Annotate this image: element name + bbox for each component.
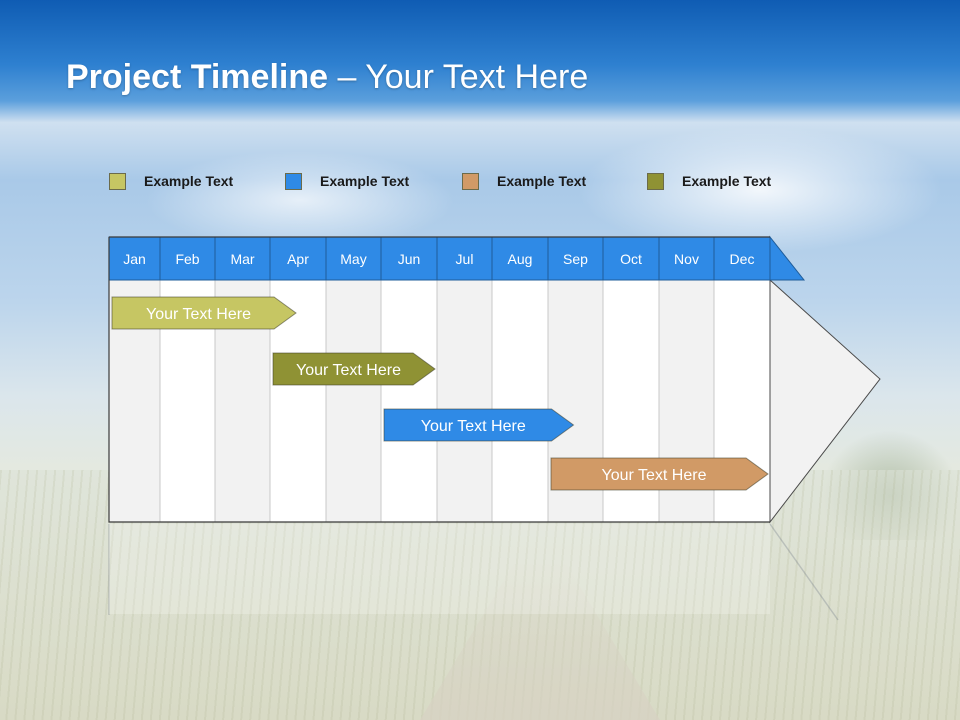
timeline-outline <box>108 236 770 523</box>
legend-item: Example Text <box>462 171 586 191</box>
month-header-cell <box>214 236 271 281</box>
legend-label: Example Text <box>682 173 772 189</box>
month-header-cell <box>547 236 604 281</box>
month-header-cell <box>658 236 715 281</box>
legend-label: Example Text <box>320 173 410 189</box>
legend-swatch <box>647 172 664 190</box>
month-column <box>491 279 549 523</box>
month-label: Oct <box>620 251 642 267</box>
legend-item: Example Text <box>109 171 233 191</box>
task-label: Your Text Here <box>296 362 401 379</box>
legend-label: Example Text <box>144 173 234 189</box>
month-header-cell <box>325 236 382 281</box>
month-label: Sep <box>563 251 588 267</box>
month-header-cell <box>713 236 771 281</box>
legend-label: Example Text <box>497 173 587 189</box>
month-header-cell <box>491 236 549 281</box>
title-rest: – Your Text Here <box>328 58 589 96</box>
task-arrow <box>111 296 297 330</box>
month-label: Jun <box>398 251 421 267</box>
arrow-tip <box>769 278 881 524</box>
month-label: Apr <box>287 251 309 267</box>
legend-swatch <box>285 172 302 190</box>
month-label: Mar <box>230 251 254 267</box>
legend-swatch <box>462 172 479 190</box>
month-header-cell <box>602 236 660 281</box>
task-arrow <box>550 457 769 491</box>
task-label: Your Text Here <box>602 467 707 484</box>
task-arrow <box>272 352 436 386</box>
task-label: Your Text Here <box>146 306 251 323</box>
month-label: Nov <box>674 251 699 267</box>
title-bold: Project Timeline <box>66 58 329 96</box>
task-label: Your Text Here <box>421 418 526 435</box>
month-label: Jan <box>123 251 146 267</box>
month-label: May <box>340 251 366 267</box>
timeline-reflection <box>108 523 839 621</box>
month-header-cell <box>380 236 438 281</box>
month-label: Dec <box>730 251 755 267</box>
timeline-reflection-fill <box>109 524 770 614</box>
month-header-cell <box>269 236 327 281</box>
legend-item: Example Text <box>285 171 409 191</box>
slide-title: Project Timeline – Your Text Here <box>66 58 588 97</box>
month-header-cell <box>159 236 216 281</box>
legend-item: Example Text <box>647 171 771 191</box>
month-column <box>380 279 438 523</box>
month-label: Jul <box>456 251 474 267</box>
month-label: Aug <box>508 251 533 267</box>
task-arrow <box>383 408 575 442</box>
legend-swatch <box>109 172 126 190</box>
month-column <box>325 279 382 523</box>
month-column <box>436 279 493 523</box>
arrow-tip-header <box>769 235 806 281</box>
month-label: Feb <box>175 251 199 267</box>
